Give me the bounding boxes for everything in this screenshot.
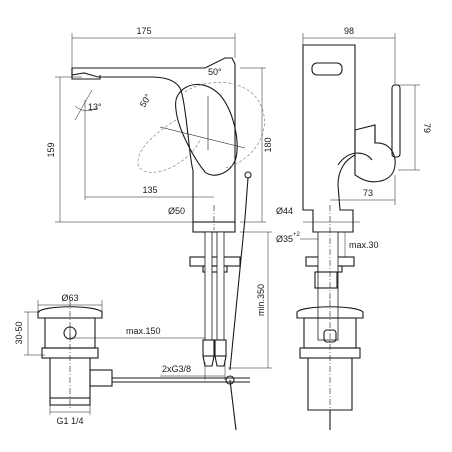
dim-reach: 135: [142, 185, 157, 195]
dim-lever-height: 79: [422, 123, 432, 133]
lever-sweep: [184, 82, 265, 169]
dim-connections: 2xG3/8: [162, 364, 191, 374]
dim-deck-thickness: max.30: [349, 240, 379, 250]
waste-flange: [37, 306, 103, 319]
side-lever: [354, 124, 396, 183]
dim-hole-tolerance: +2: [293, 232, 301, 238]
dim-lever-angle-side: 50°: [138, 92, 154, 109]
dim-hose-length: min.350: [256, 284, 266, 316]
labels: 175 13° 50° 50° 159 180 135 Ø50 min.350 …: [14, 26, 432, 426]
dim-side-body-diameter: Ø44: [276, 206, 293, 216]
side-aerator: [311, 62, 343, 76]
dim-lever-offset: 73: [363, 188, 373, 198]
waste-linkage: [89, 369, 113, 387]
dim-flange-diameter: Ø63: [61, 293, 78, 303]
dim-spout-angle: 13°: [88, 102, 102, 112]
dim-lever-angle-top: 50°: [208, 67, 222, 77]
hose-left: [204, 231, 213, 341]
dim-adjust-range: 30-50: [14, 321, 24, 344]
waste-side-flange: [296, 306, 364, 319]
spout-outline: [71, 57, 236, 223]
lever-handle: [391, 84, 401, 158]
lever-sweep-2: [137, 119, 201, 173]
lever: [175, 83, 238, 176]
dim-hole-diameter: Ø35: [276, 234, 293, 244]
dim-total-height: 180: [263, 137, 273, 152]
dim-depth: 98: [344, 26, 354, 36]
side-hose: [317, 231, 339, 341]
dim-height-to-spout: 159: [46, 142, 56, 157]
dim-width: 175: [136, 26, 151, 36]
dim-max-length: max.150: [126, 326, 161, 336]
waste-side: [296, 300, 364, 430]
fixing-nut: [189, 256, 241, 267]
aerator: [71, 68, 101, 80]
hose-right: [216, 231, 225, 341]
side-body: [302, 44, 356, 233]
dim-thread: G1 1/4: [56, 416, 83, 426]
waste-front: [24, 300, 250, 431]
front-view: [55, 33, 272, 380]
side-view: [300, 33, 420, 341]
dim-body-diameter: Ø50: [168, 206, 185, 216]
popup-rod: [229, 177, 249, 371]
